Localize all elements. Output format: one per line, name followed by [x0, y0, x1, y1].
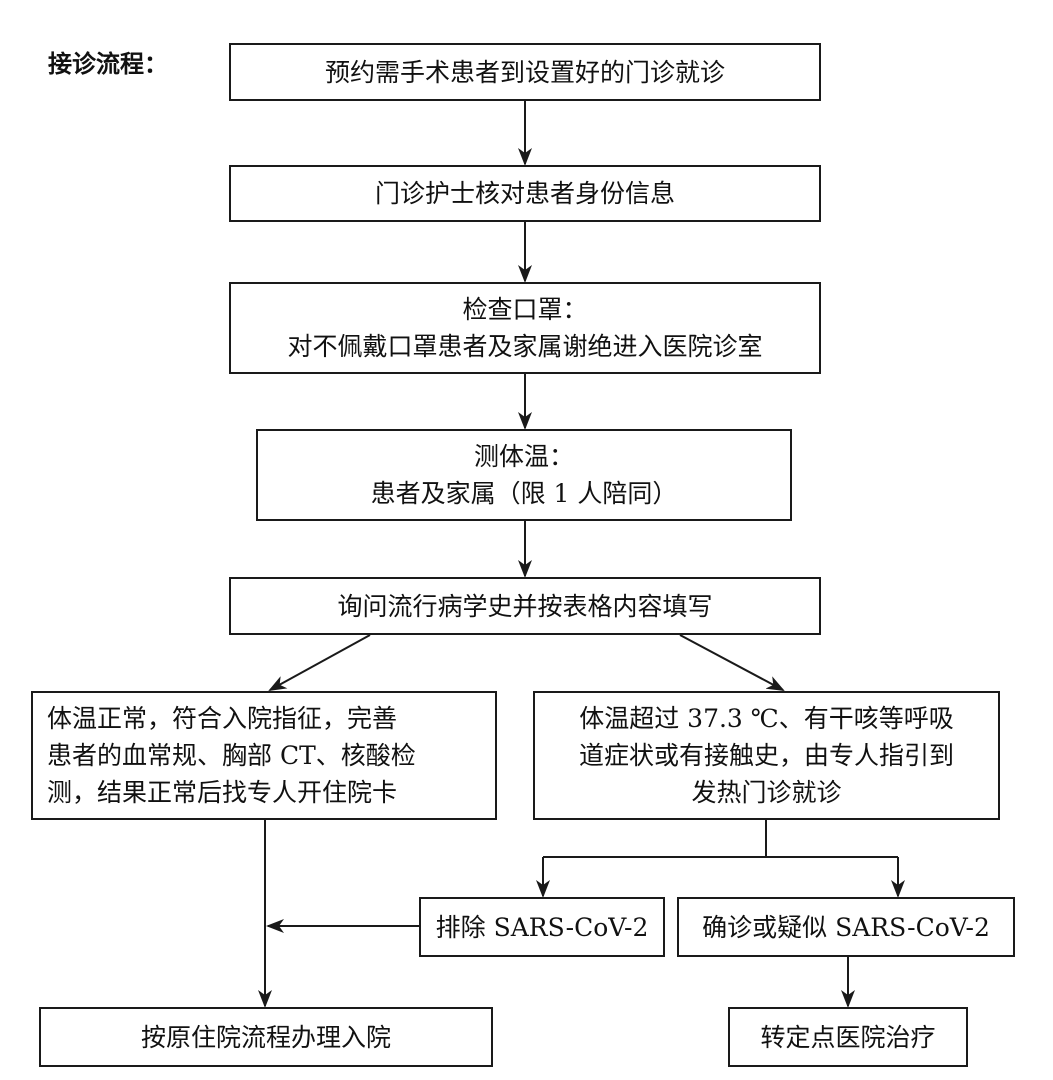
step-appointment-text: 预约需手术患者到设置好的门诊就诊 — [324, 57, 725, 87]
step-temperature-heading: 测体温： — [473, 442, 574, 471]
step-temperature-text: 患者及家属（限 1 人陪同） — [370, 479, 678, 508]
branch-fever-line-3: 发热门诊就诊 — [691, 778, 842, 807]
end-transfer-text: 转定点医院治疗 — [760, 1022, 936, 1052]
end-admission: 按原住院流程办理入院 — [39, 1007, 493, 1067]
branch-fever-line-2: 道症状或有接触史，由专人指引到 — [578, 741, 954, 770]
result-excluded-text: 排除 SARS-CoV-2 — [435, 912, 649, 942]
end-transfer: 转定点医院治疗 — [728, 1007, 968, 1067]
step-appointment: 预约需手术患者到设置好的门诊就诊 — [229, 43, 821, 101]
branch-fever: 体温超过 37.3 ℃、有干咳等呼吸 道症状或有接触史，由专人指引到 发热门诊就… — [533, 691, 1000, 820]
step-epidemiology: 询问流行病学史并按表格内容填写 — [229, 577, 821, 635]
result-excluded: 排除 SARS-CoV-2 — [419, 897, 665, 957]
arrow-s5-fever — [679, 634, 785, 691]
branch-normal-line-1: 体温正常，符合入院指征，完善 — [47, 704, 398, 733]
step-mask-check-heading: 检查口罩： — [462, 295, 588, 324]
result-confirmed-or-suspected: 确诊或疑似 SARS-CoV-2 — [677, 897, 1015, 957]
flowchart-title: 接诊流程： — [48, 50, 168, 78]
branch-normal-line-2: 患者的血常规、胸部 CT、核酸检 — [47, 741, 416, 770]
step-temperature: 测体温： 患者及家属（限 1 人陪同） — [256, 429, 792, 521]
arrow-s5-normal — [268, 634, 371, 691]
step-mask-check: 检查口罩： 对不佩戴口罩患者及家属谢绝进入医院诊室 — [229, 282, 821, 374]
branch-normal-line-3: 测，结果正常后找专人开住院卡 — [47, 778, 398, 807]
end-admission-text: 按原住院流程办理入院 — [140, 1022, 391, 1052]
step-identity-check: 门诊护士核对患者身份信息 — [229, 165, 821, 222]
result-confirmed-text: 确诊或疑似 SARS-CoV-2 — [702, 912, 990, 942]
step-epidemiology-text: 询问流行病学史并按表格内容填写 — [337, 591, 713, 621]
step-mask-check-text: 对不佩戴口罩患者及家属谢绝进入医院诊室 — [287, 332, 763, 361]
step-identity-check-text: 门诊护士核对患者身份信息 — [374, 179, 675, 208]
branch-normal-temperature: 体温正常，符合入院指征，完善 患者的血常规、胸部 CT、核酸检 测，结果正常后找… — [31, 691, 497, 820]
branch-fever-line-1: 体温超过 37.3 ℃、有干咳等呼吸 — [579, 704, 954, 733]
